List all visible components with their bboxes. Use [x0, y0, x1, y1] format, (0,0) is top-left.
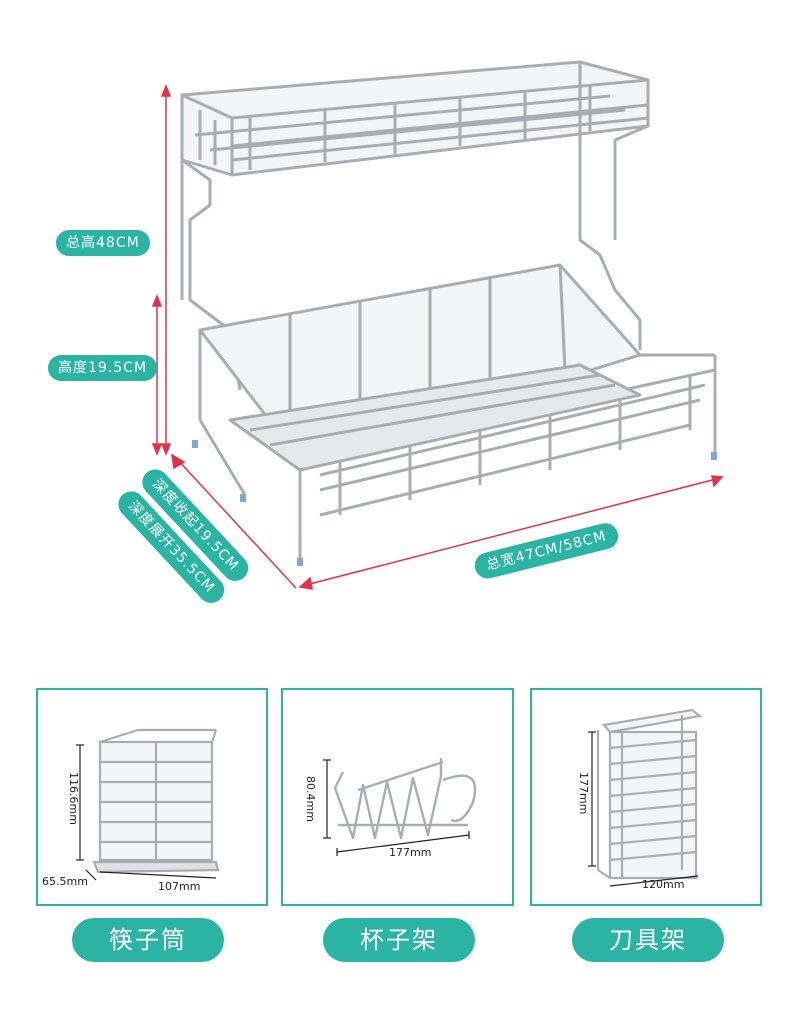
- accessory-panel-cup-holder: 80.4mm 177mm: [281, 688, 514, 906]
- accessory-panel-chopstick-holder: 116.6mm 65.5mm 107mm: [36, 688, 268, 906]
- knife-holder-name: 刀具架: [572, 918, 724, 962]
- total-height-label: 总高48CM: [56, 230, 150, 256]
- accessory-panel-knife-holder: 177mm 120mm: [530, 688, 762, 906]
- knife-holder-height: 177mm: [577, 772, 590, 815]
- tier-height-label: 高度19.5CM: [48, 355, 158, 381]
- cup-holder-name: 杯子架: [323, 918, 475, 962]
- chopstick-holder-depth: 65.5mm: [42, 875, 88, 888]
- chopstick-holder-drawing: [76, 728, 220, 881]
- knife-holder-width: 120mm: [642, 878, 685, 891]
- chopstick-holder-width: 107mm: [158, 880, 201, 893]
- knife-holder-drawing: [588, 708, 703, 887]
- cup-holder-width: 177mm: [389, 846, 432, 859]
- chopstick-holder-name: 筷子筒: [72, 918, 224, 962]
- main-product-illustration: 总高48CM 高度19.5CM 深度收起19.5CM 深度展开35.5CM 总宽…: [48, 60, 724, 609]
- cup-holder-drawing: [323, 758, 477, 856]
- rack-drawing: [151, 60, 724, 590]
- cup-holder-height: 80.4mm: [304, 776, 317, 822]
- chopstick-holder-height: 116.6mm: [67, 772, 80, 825]
